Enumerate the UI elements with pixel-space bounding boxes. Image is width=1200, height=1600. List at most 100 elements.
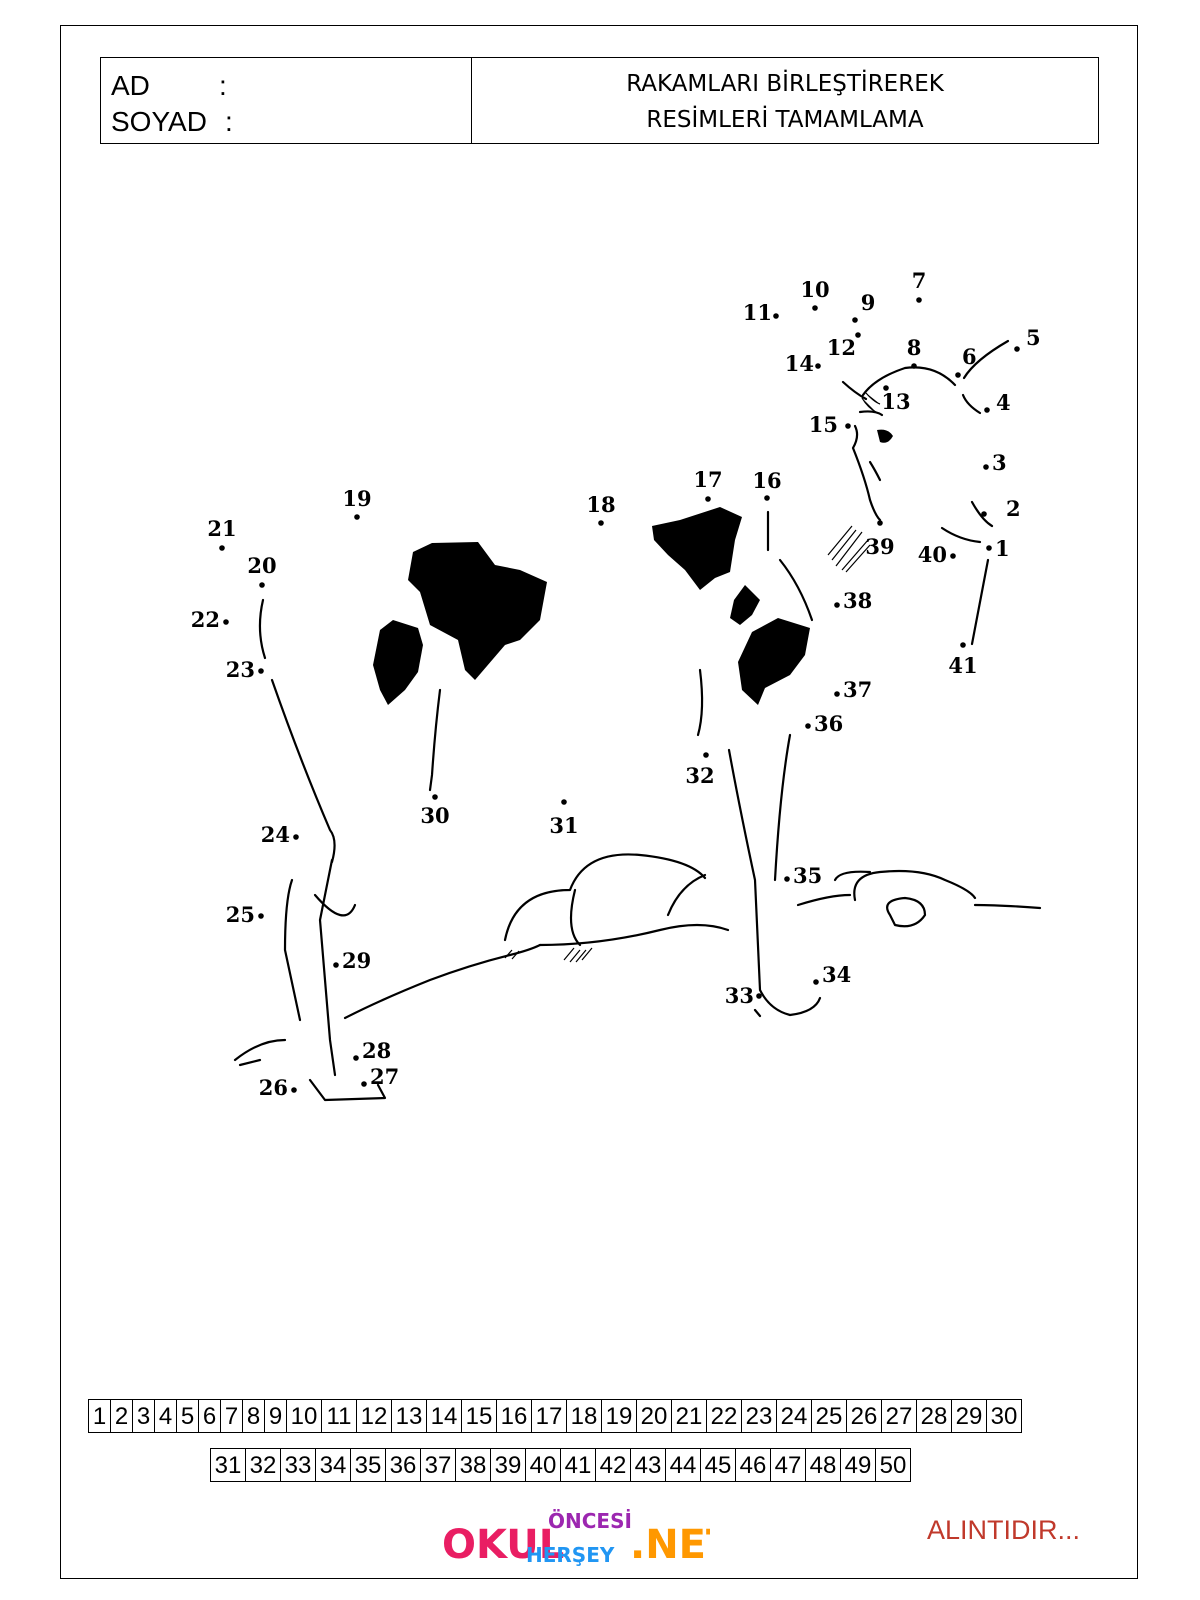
number-cell-44: 44	[665, 1448, 701, 1482]
student-info: AD : SOYAD :	[101, 58, 472, 143]
number-cell-23: 23	[741, 1399, 777, 1433]
okul-oncesi-logo: OKUL ÖNCESİ HERŞEY .NET	[442, 1509, 710, 1568]
dot-30	[432, 794, 438, 800]
dot-label-6: 6	[962, 344, 977, 369]
dot-19	[354, 514, 360, 520]
number-cell-7: 7	[220, 1399, 243, 1433]
worksheet-header: AD : SOYAD : RAKAMLARI BİRLEŞTİREREK RES…	[100, 57, 1099, 144]
hatching	[504, 392, 881, 963]
name-row: AD :	[111, 68, 471, 104]
cow-spots	[373, 429, 893, 705]
source-note: ALINTIDIR...	[927, 1515, 1081, 1545]
dot-label-41: 41	[948, 653, 977, 678]
dot-label-31: 31	[549, 813, 578, 838]
dot-28	[353, 1055, 359, 1061]
dot-2	[981, 511, 987, 517]
dot-14	[815, 363, 821, 369]
number-cell-24: 24	[776, 1399, 812, 1433]
dot-label-26: 26	[259, 1075, 288, 1100]
dot-label-12: 12	[827, 335, 856, 360]
number-cell-21: 21	[671, 1399, 707, 1433]
logo-net: .NET	[630, 1522, 710, 1568]
dot-label-2: 2	[1006, 496, 1021, 521]
dot-7	[916, 297, 922, 303]
logo-okul: OKUL	[442, 1522, 564, 1568]
dot-label-25: 25	[226, 902, 255, 927]
name-colon: :	[219, 70, 227, 101]
dot-11	[773, 313, 779, 319]
number-cell-22: 22	[706, 1399, 742, 1433]
dot-label-3: 3	[992, 450, 1007, 475]
number-cell-46: 46	[735, 1448, 771, 1482]
number-cell-38: 38	[455, 1448, 491, 1482]
dot-32	[703, 752, 709, 758]
dot-29	[333, 962, 339, 968]
number-cell-2: 2	[110, 1399, 133, 1433]
number-cell-33: 33	[280, 1448, 316, 1482]
number-cell-16: 16	[496, 1399, 532, 1433]
number-cell-30: 30	[986, 1399, 1022, 1433]
number-cell-4: 4	[154, 1399, 177, 1433]
dot-label-13: 13	[881, 389, 910, 414]
dot-3	[983, 464, 989, 470]
number-cell-15: 15	[461, 1399, 497, 1433]
number-cell-49: 49	[840, 1448, 876, 1482]
dot-21	[219, 545, 225, 551]
number-cell-43: 43	[630, 1448, 666, 1482]
number-cell-19: 19	[601, 1399, 637, 1433]
surname-label: SOYAD	[111, 106, 207, 137]
dot-33	[756, 993, 762, 999]
dot-25	[258, 913, 264, 919]
number-cell-6: 6	[198, 1399, 221, 1433]
dot-label-17: 17	[693, 467, 722, 492]
dot-label-23: 23	[226, 657, 255, 682]
dot-6	[955, 372, 961, 378]
dot-40	[950, 553, 956, 559]
number-cell-27: 27	[881, 1399, 917, 1433]
number-cell-37: 37	[420, 1448, 456, 1482]
dot-label-5: 5	[1026, 325, 1041, 350]
number-cell-10: 10	[286, 1399, 322, 1433]
dot-label-34: 34	[822, 962, 851, 987]
cow-outline	[233, 339, 1042, 1102]
number-cell-3: 3	[132, 1399, 155, 1433]
dot-13	[883, 385, 889, 391]
dot-label-39: 39	[865, 534, 894, 559]
dot-10	[812, 305, 818, 311]
dot-label-28: 28	[362, 1038, 391, 1063]
dot-26	[291, 1087, 297, 1093]
number-cell-50: 50	[875, 1448, 911, 1482]
dot-label-7: 7	[912, 268, 927, 293]
dot-label-33: 33	[725, 983, 754, 1008]
number-cell-34: 34	[315, 1448, 351, 1482]
number-cell-14: 14	[426, 1399, 462, 1433]
dot-17	[705, 496, 711, 502]
page-frame	[60, 25, 1138, 1579]
title-line-1: RAKAMLARI BİRLEŞTİREREK	[626, 71, 944, 97]
dot-label-11: 11	[743, 300, 772, 325]
number-cell-35: 35	[350, 1448, 386, 1482]
dot-label-1: 1	[995, 536, 1010, 561]
dot-label-8: 8	[907, 335, 922, 360]
number-cell-11: 11	[321, 1399, 357, 1433]
dot-label-9: 9	[861, 290, 876, 315]
name-label: AD	[111, 70, 150, 101]
dot-label-38: 38	[843, 588, 872, 613]
number-cell-13: 13	[391, 1399, 427, 1433]
number-cell-45: 45	[700, 1448, 736, 1482]
dot-37	[834, 691, 840, 697]
dot-23	[258, 668, 264, 674]
number-cell-42: 42	[595, 1448, 631, 1482]
dot-24	[293, 834, 299, 840]
dot-label-27: 27	[370, 1064, 399, 1089]
dot-8	[911, 363, 917, 369]
logo-hersey: HERŞEY	[526, 1543, 615, 1567]
number-cell-31: 31	[210, 1448, 246, 1482]
dot-label-35: 35	[793, 863, 822, 888]
number-cell-47: 47	[770, 1448, 806, 1482]
number-cell-29: 29	[951, 1399, 987, 1433]
number-cell-48: 48	[805, 1448, 841, 1482]
dot-5	[1014, 346, 1020, 352]
dot-18	[598, 520, 604, 526]
